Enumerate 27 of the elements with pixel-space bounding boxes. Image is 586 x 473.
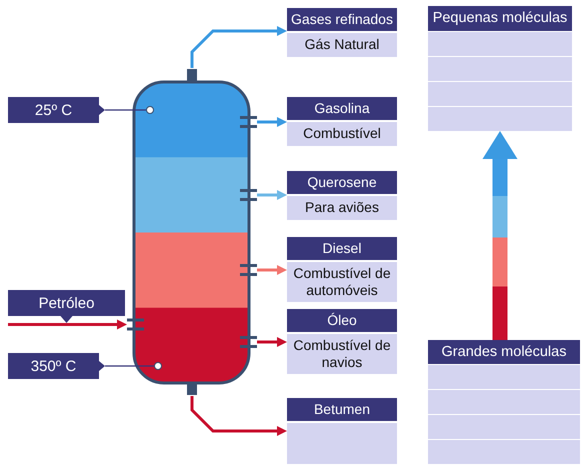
callout-label: Petróleo [8,290,125,323]
arrow [190,396,287,436]
product-heading: Óleo [287,309,397,332]
arrow [257,337,287,347]
table-heading: Pequenas moléculas [428,6,572,31]
product-description: Combustível de navios [287,334,397,374]
product-description: Para aviões [287,196,397,220]
arrow [257,265,287,275]
arrow [257,117,287,127]
leader-line [105,109,146,111]
product-heading: Betumen [287,398,397,421]
arrow [190,26,287,68]
product-heading: Gases refinados [287,8,397,31]
arrow [8,320,127,330]
distillation-column [127,68,257,396]
product-heading: Querosene [287,171,397,194]
product-description: Gás Natural [287,33,397,57]
product-heading: Diesel [287,237,397,260]
arrow [257,190,287,200]
callout-label: 25º C [8,97,105,123]
callout-label: 350º C [8,353,105,379]
product-description: Combustível de automóveis [287,262,397,302]
product-heading: Gasolina [287,97,397,120]
product-description: Combustível [287,122,397,146]
leader-line [105,365,154,367]
table-heading: Grandes moléculas [428,340,580,364]
thick-arrow [482,131,518,340]
